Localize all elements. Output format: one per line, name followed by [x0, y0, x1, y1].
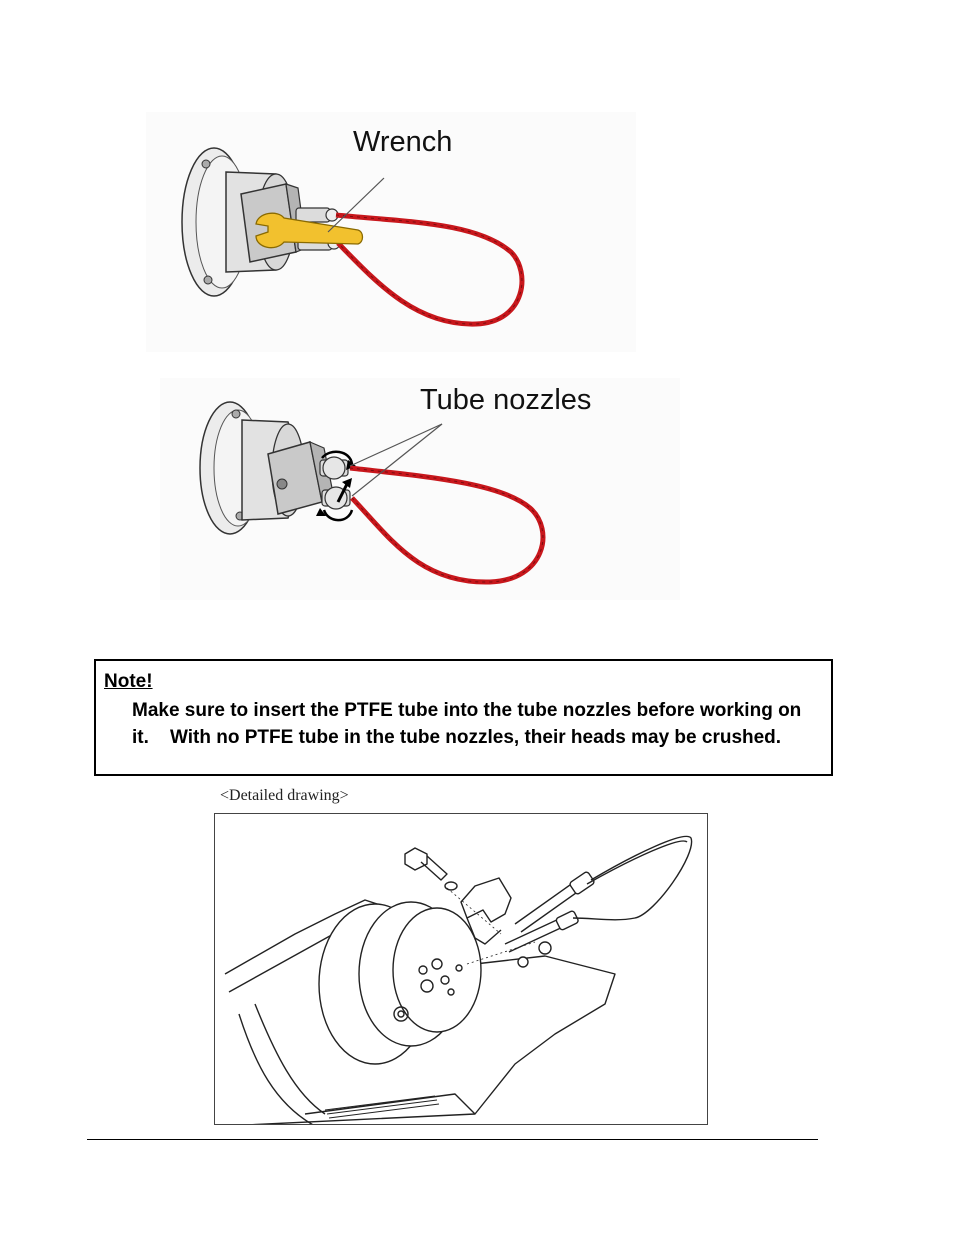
footer-rule — [87, 1139, 818, 1140]
note-box: Note! Make sure to insert the PTFE tube … — [94, 659, 833, 776]
note-title: Note! — [104, 671, 153, 693]
tube-nozzles-figure: Tube nozzles — [160, 378, 680, 600]
wrench-figure: Wrench — [146, 112, 636, 352]
detail-drawing-frame — [214, 813, 708, 1125]
tube-nozzles-callout: Tube nozzles — [420, 384, 591, 417]
wrench-callout: Wrench — [353, 126, 452, 159]
detail-caption: <Detailed drawing> — [220, 787, 349, 805]
note-body: Make sure to insert the PTFE tube into t… — [132, 697, 822, 751]
detail-drawing-illustration — [215, 814, 708, 1125]
